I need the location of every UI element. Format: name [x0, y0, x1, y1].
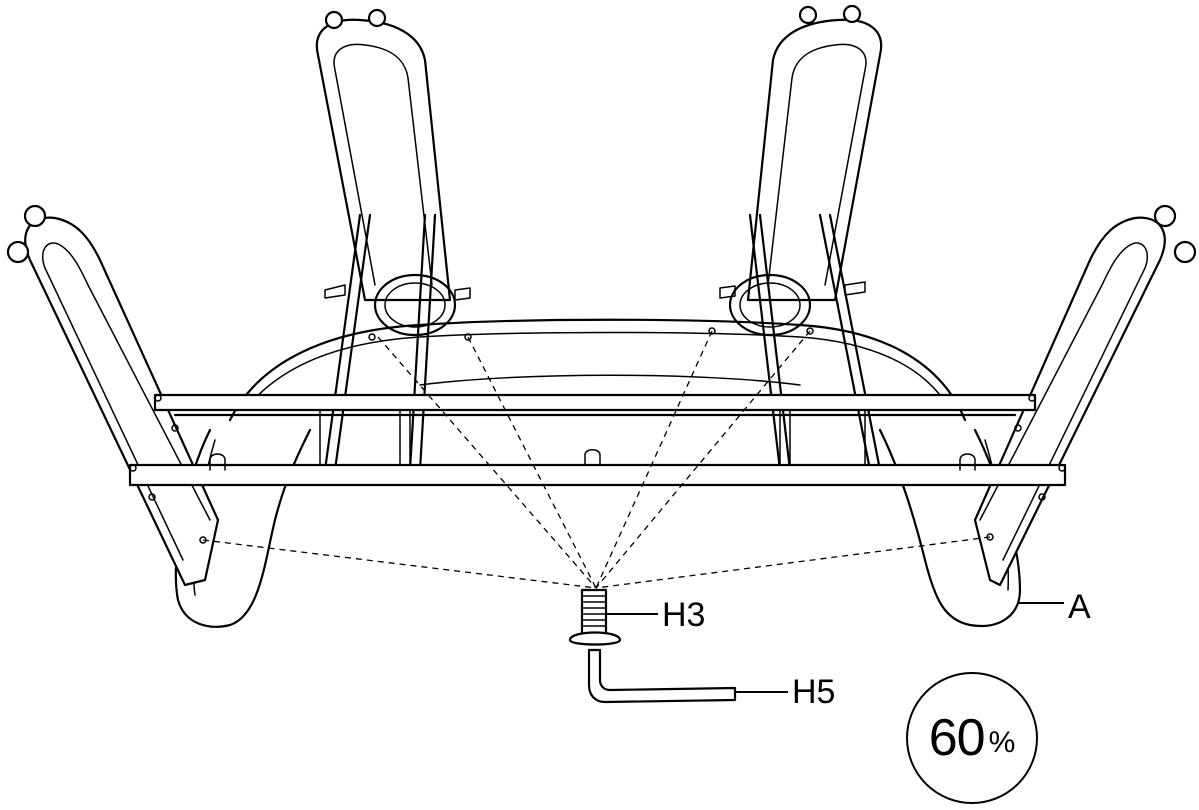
- assembly-guides: [202, 330, 991, 589]
- frame-a-label: A: [1068, 588, 1091, 626]
- left-outer-handle: [6, 204, 220, 587]
- progress-unit: %: [988, 726, 1016, 759]
- base-frame: [128, 393, 1067, 501]
- screw-h3-label: H3: [662, 596, 706, 634]
- frame-uprights: [323, 213, 882, 472]
- left-rear-handle: [315, 8, 471, 337]
- allen-wrench-h5-icon: [587, 648, 737, 704]
- progress-badge: 60 %: [906, 672, 1038, 804]
- progress-value: 60: [928, 709, 986, 767]
- seat-shell: [228, 318, 967, 422]
- screw-h3-icon: [568, 588, 622, 646]
- right-outer-handle: [973, 204, 1197, 587]
- wrench-h5-label: H5: [792, 673, 836, 711]
- right-rear-handle: [719, 4, 883, 337]
